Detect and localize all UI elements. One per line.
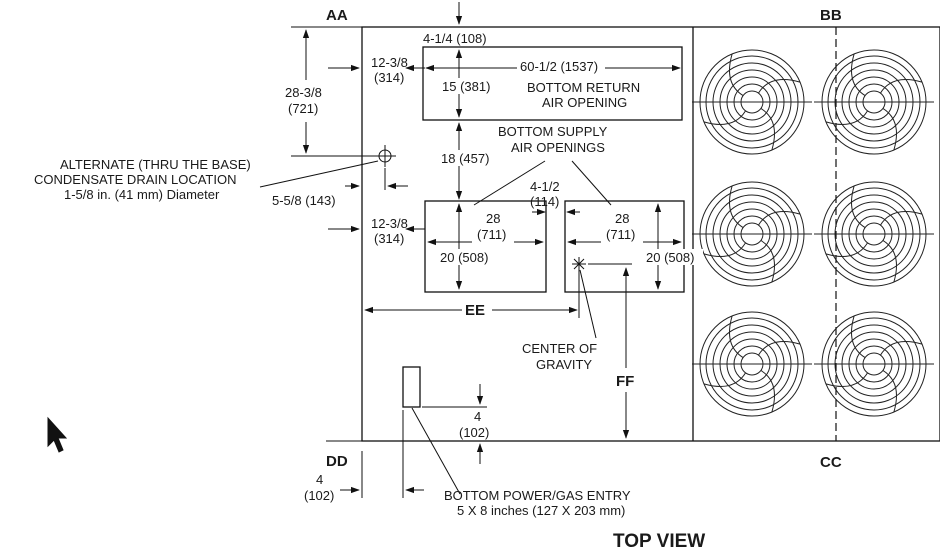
left-top-dim-mm: (314): [374, 70, 404, 85]
entry-offset-dim-in: 4: [474, 409, 481, 424]
supply-pointer-left: [473, 160, 546, 206]
condenser-fan-icon: [692, 181, 812, 287]
between-dim-in: 4-1/2: [530, 179, 560, 194]
drain-leader: [259, 160, 379, 188]
supply-label-1: BOTTOM SUPPLY: [498, 124, 608, 139]
bottom-return-opening: [422, 46, 683, 121]
condensate-drain-icon: [374, 145, 396, 167]
left-lower-dim-mm: (314): [374, 231, 404, 246]
cog-label-1: CENTER OF: [522, 341, 597, 356]
drain-label-2: CONDENSATE DRAIN LOCATION: [34, 172, 236, 187]
condenser-fan-icon: [692, 49, 812, 155]
return-label-2: AIR OPENING: [542, 95, 627, 110]
return-label-1: BOTTOM RETURN: [527, 80, 640, 95]
center-of-gravity-icon: [572, 257, 586, 271]
condenser-fan-icon: [692, 311, 812, 417]
entry-label-2: 5 X 8 inches (127 X 203 mm): [457, 503, 625, 518]
unit-outline: [361, 26, 940, 442]
entry-leader: [411, 407, 461, 495]
drain-offset-dim: 5-5/8 (143): [272, 193, 336, 208]
return-width-dim: 60-1/2 (1537): [520, 59, 598, 74]
condenser-fans: [692, 49, 934, 417]
condenser-fan-icon: [814, 311, 934, 417]
top-offset-dim: 4-1/4 (108): [423, 31, 487, 46]
condenser-fan-icon: [814, 181, 934, 287]
overall-depth-dim-mm: (721): [288, 101, 318, 116]
supply-gap-dim: 18 (457): [441, 151, 489, 166]
corner-cc-label: CC: [820, 454, 842, 471]
drain-label-1: ALTERNATE (THRU THE BASE): [60, 157, 251, 172]
supply-pointer-right: [571, 160, 612, 206]
view-title: TOP VIEW: [613, 531, 705, 552]
drain-label-3: 1-5/8 in. (41 mm) Diameter: [64, 187, 220, 202]
condenser-fan-icon: [814, 49, 934, 155]
supply-label-2: AIR OPENINGS: [511, 140, 605, 155]
supply-opening-right: [564, 200, 685, 293]
corner-bb-label: BB: [820, 7, 842, 24]
cog-leader: [579, 269, 597, 339]
overall-depth-dim-in: 28-3/8: [285, 85, 322, 100]
mouse-pointer-icon: [47, 416, 68, 453]
supply-right-height-dim: 20 (508): [646, 250, 694, 265]
ee-label: EE: [465, 302, 485, 319]
supply-left-width-mm: (711): [477, 227, 506, 242]
cog-label-2: GRAVITY: [536, 357, 592, 372]
supply-left-width-in: 28: [486, 211, 500, 226]
left-top-dim-in: 12-3/8: [371, 55, 408, 70]
corner-dd-label: DD: [326, 453, 348, 470]
entry-offset-dim-mm: (102): [459, 425, 489, 440]
supply-left-height-dim: 20 (508): [440, 250, 488, 265]
return-height-dim: 15 (381): [442, 79, 490, 94]
supply-opening-left: [424, 200, 547, 293]
power-gas-entry-opening: [402, 366, 421, 408]
ff-label: FF: [616, 373, 634, 390]
between-dim-mm: (114): [530, 194, 559, 209]
dd-offset-dim-mm: (102): [304, 488, 334, 503]
entry-label-1: BOTTOM POWER/GAS ENTRY: [444, 488, 631, 503]
supply-right-width-in: 28: [615, 211, 629, 226]
corner-aa-label: AA: [326, 7, 348, 24]
left-lower-dim-in: 12-3/8: [371, 216, 408, 231]
dd-offset-dim-in: 4: [316, 472, 323, 487]
supply-right-width-mm: (711): [606, 227, 635, 242]
